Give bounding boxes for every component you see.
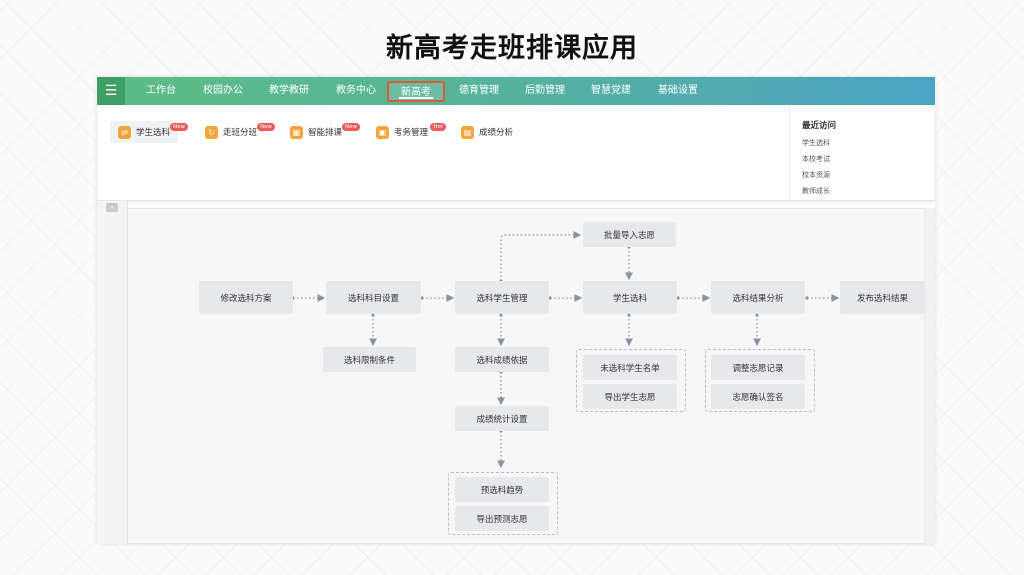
hot-badge: Hot: [430, 123, 447, 131]
nav-item-workbench[interactable]: 工作台: [146, 85, 176, 96]
flow-node-confirm-signature[interactable]: 志愿确认签名: [711, 384, 805, 409]
connector-dot: [755, 313, 759, 317]
connector-dot: [371, 313, 375, 317]
flow-node-unselected-list[interactable]: 未选科学生名单: [583, 355, 677, 380]
group-box-adjustments: [705, 349, 815, 412]
flow-node-export-choices[interactable]: 导出学生志愿: [583, 384, 677, 409]
chart-icon: ▤: [461, 125, 474, 139]
refresh-icon: ↻: [205, 125, 218, 139]
recent-visits-title: 最近访问: [802, 121, 837, 131]
connector-dot: [627, 313, 631, 317]
connector-dot: [548, 296, 552, 300]
submenu-panel: ⇄ 学生选科 New ↻ 走班分班 New ▦ 智能排课 New ▣ 考务管理: [97, 105, 935, 201]
flowchart-canvas: 修改选科方案 选科科目设置 选科限制条件 选科学生管理 选科成绩依据 成绩统计设…: [128, 208, 925, 544]
recent-link[interactable]: 学生选科: [802, 139, 830, 147]
right-scroll-strip[interactable]: [925, 208, 935, 544]
app-window: ☰ 工作台 校园办公 教学教研 教务中心 新高考 德育管理 后勤管理 智慧党建 …: [97, 77, 935, 544]
nav-item-party-building[interactable]: 智慧党建: [591, 85, 631, 96]
submenu-item-subject-selection[interactable]: ⇄ 学生选科 New: [110, 121, 189, 143]
nav-item-logistics[interactable]: 后勤管理: [525, 85, 565, 96]
flow-node-score-stats[interactable]: 成绩统计设置: [455, 406, 549, 431]
flow-node-score-basis[interactable]: 选科成绩依据: [455, 347, 549, 372]
flow-node-subject-setup[interactable]: 选科科目设置: [326, 281, 421, 314]
expand-icon[interactable]: »: [106, 203, 118, 212]
slide-title: 新高考走班排课应用: [386, 33, 638, 64]
flow-node-batch-import[interactable]: 批量导入志愿: [583, 222, 676, 247]
submenu-item-label: 成绩分析: [479, 128, 514, 138]
swap-icon: ⇄: [118, 125, 131, 139]
new-badge: New: [257, 123, 276, 131]
nav-item-teaching-research[interactable]: 教学教研: [269, 85, 309, 96]
new-badge: New: [342, 123, 361, 131]
submenu-item-smart-schedule[interactable]: ▦ 智能排课 New: [290, 121, 361, 143]
users-icon: ▣: [376, 125, 389, 139]
submenu-item-label: 学生选科: [136, 128, 171, 138]
flow-node-predict-trend[interactable]: 预选科趋势: [455, 477, 549, 502]
recent-visits-panel: 最近访问 学生选科 本校考试 校本资源 教师成长: [789, 105, 935, 201]
nav-item-new-gaokao[interactable]: 新高考: [387, 81, 445, 102]
flow-node-modify-plan[interactable]: 修改选科方案: [199, 281, 293, 314]
menu-icon[interactable]: ☰: [97, 77, 125, 105]
submenu-item-exam-management[interactable]: ▣ 考务管理 Hot: [376, 121, 447, 143]
recent-link[interactable]: 校本资源: [802, 171, 830, 179]
submenu-item-label: 考务管理: [394, 128, 429, 138]
flow-node-export-predict[interactable]: 导出预测志愿: [455, 506, 549, 531]
new-badge: New: [170, 123, 189, 131]
connector-dot: [499, 313, 503, 317]
flow-node-publish-result[interactable]: 发布选科结果: [840, 281, 925, 314]
nav-item-campus-office[interactable]: 校园办公: [203, 85, 243, 96]
calendar-icon: ▦: [290, 125, 303, 139]
submenu-item-label: 智能排课: [308, 128, 343, 138]
group-box-selection-results: [576, 349, 686, 412]
nav-item-base-settings[interactable]: 基础设置: [658, 85, 698, 96]
flow-node-student-management[interactable]: 选科学生管理: [455, 281, 549, 314]
flow-node-restriction[interactable]: 选科限制条件: [323, 347, 416, 372]
connector-dot: [805, 296, 809, 300]
recent-link[interactable]: 本校考试: [802, 155, 830, 163]
left-sidebar-collapsed: »: [97, 201, 128, 544]
recent-link[interactable]: 教师成长: [802, 187, 830, 195]
flow-node-adjust-record[interactable]: 调整志愿记录: [711, 355, 805, 380]
flow-connectors: [291, 231, 840, 469]
submenu-item-class-division[interactable]: ↻ 走班分班 New: [205, 121, 276, 143]
nav-item-academic-center[interactable]: 教务中心: [336, 85, 376, 96]
top-navbar: ☰ 工作台 校园办公 教学教研 教务中心 新高考 德育管理 后勤管理 智慧党建 …: [97, 77, 935, 105]
connector-mgmt-to-import: [500, 231, 582, 281]
flow-node-result-analysis[interactable]: 选科结果分析: [711, 281, 805, 314]
connector-dot: [676, 296, 680, 300]
group-box-predictions: [448, 472, 558, 535]
flow-node-student-selection[interactable]: 学生选科: [583, 281, 677, 314]
connector-dot: [420, 296, 424, 300]
nav-item-moral-education[interactable]: 德育管理: [459, 85, 499, 96]
submenu-item-label: 走班分班: [223, 128, 258, 138]
submenu-item-score-analysis[interactable]: ▤ 成绩分析: [461, 121, 513, 143]
